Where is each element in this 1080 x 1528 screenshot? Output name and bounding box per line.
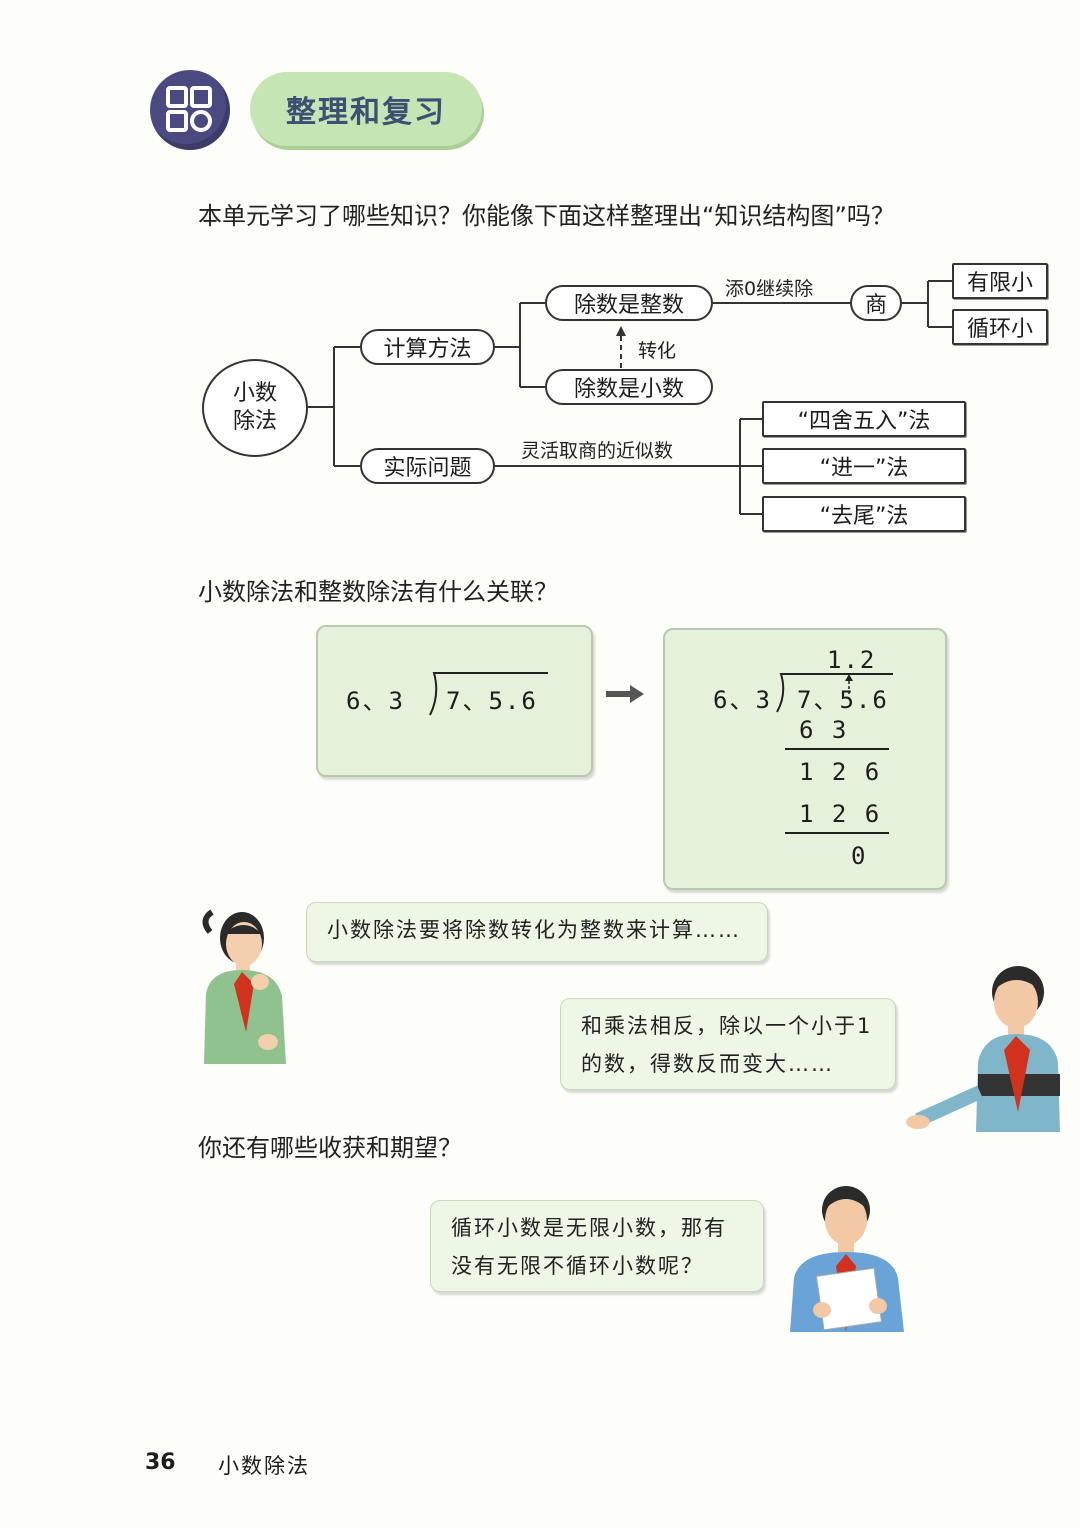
bubble-boy1-line1: 和乘法相反，除以一个小于1 [581,1014,873,1038]
node-finite: 有限小 [952,263,1048,299]
speech-bubble-boy2: 循环小数是无限小数，那有 没有无限不循环小数呢？ [430,1200,764,1292]
node-quotient: 商 [850,285,902,321]
node-calc-method: 计算方法 [360,329,495,365]
question-2: 小数除法和整数除法有什么关联？ [198,578,558,606]
label-add-zero: 添0继续除 [725,278,814,300]
node-divisor-decimal: 除数是小数 [545,369,713,405]
step-subtract-1: 6 3 [799,716,849,744]
divisor: 6、3 [713,686,772,714]
node-repeating: 循环小 [952,309,1048,345]
boy-illustration-2 [790,1186,904,1332]
speech-bubble-girl: 小数除法要将除数转化为整数来计算…… [306,902,768,962]
left-division-bracket [429,672,548,716]
final-remainder: 0 [851,842,868,870]
section-icon [150,70,230,150]
divider-line-1 [785,748,889,750]
page-number: 36 [145,1450,176,1475]
bubble-boy2-line2: 没有无限不循环小数呢？ [451,1254,704,1278]
girl-illustration [202,909,286,1064]
node-round-up: “进一”法 [762,448,966,484]
dividend: 7、5.6 [797,686,889,714]
bubble-boy1-line2: 的数，得数反而变大…… [581,1052,834,1076]
bubble-girl-text: 小数除法要将除数转化为整数来计算…… [327,918,741,942]
node-round-down: “去尾”法 [762,496,966,532]
node-divisor-integer: 除数是整数 [545,285,713,321]
step-subtract-2: 1 2 6 [799,800,882,828]
diagram-lines [308,280,952,515]
node-round-half: “四舍五入”法 [762,401,966,437]
diagram-root: 小数 除法 [202,359,308,457]
arrow-right-icon [606,685,644,703]
division-worked-box: 1.2 6、3 7、5.6 6 3 1 2 6 1 2 6 0 [663,628,947,890]
division-setup-box: 6、3 7、5.6 [316,625,593,777]
division-bracket [776,673,893,713]
boy-illustration-1 [906,966,1060,1132]
left-dividend: 7、5.6 [446,687,538,715]
quotient: 1.2 [827,646,877,674]
chapter-title: 小数除法 [218,1454,310,1478]
bubble-boy2-line1: 循环小数是无限小数，那有 [451,1216,727,1240]
left-divisor: 6、3 [346,687,405,715]
question-3: 你还有哪些收获和期望？ [198,1134,462,1162]
divider-line-2 [785,832,889,834]
speech-bubble-boy1: 和乘法相反，除以一个小于1 的数，得数反而变大…… [560,998,896,1090]
label-transform: 转化 [638,340,677,362]
node-practical: 实际问题 [360,448,495,484]
question-1: 本单元学习了哪些知识？你能像下面这样整理出“知识结构图”吗？ [198,202,895,230]
root-line2: 除法 [232,409,277,434]
root-line1: 小数 [232,381,277,406]
section-title: 整理和复习 [250,72,482,146]
step-remainder-1: 1 2 6 [799,758,882,786]
label-approx: 灵活取商的近似数 [521,440,674,462]
